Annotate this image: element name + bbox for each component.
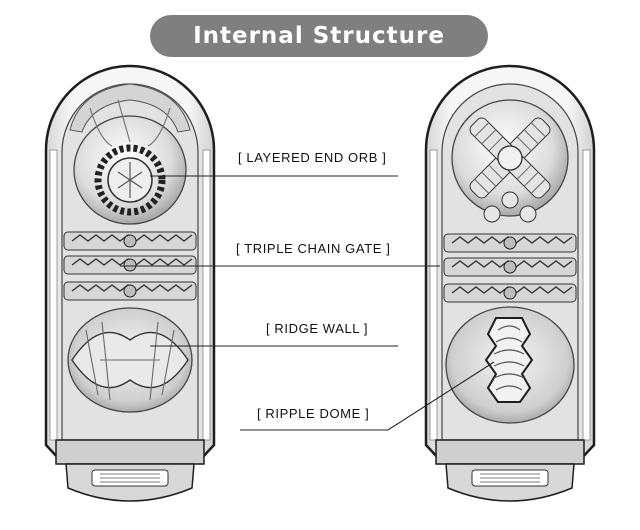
right-gate-bead [503,260,517,274]
left-orb-core-lines [117,162,143,198]
left-end-orb [69,83,191,225]
leader-lines [120,175,495,431]
right-shell-slot [429,149,438,441]
right-end-orb [451,99,569,223]
left-gate-bead [123,258,137,272]
left-shell-slot [49,149,58,441]
label-layered-end-orb: [ LAYERED END ORB ] [236,150,389,165]
left-gate-bead [123,284,137,298]
right-chain-gate [443,233,577,303]
right-orb-rib-ticks [474,122,546,194]
right-orb-bead [483,205,501,223]
right-base-vent-lines [480,473,540,483]
left-orb-cap [69,83,191,133]
left-orb-petal [117,99,131,143]
left-orb-petal [89,107,113,147]
right-ripple-dome [445,306,575,424]
right-dome-cavity [484,317,534,403]
label-ripple-dome: [ RIPPLE DOME ] [255,406,372,421]
right-orb-bead [501,191,519,209]
page-title: Internal Structure [150,15,488,57]
left-gate-bead [123,234,137,248]
left-chain-gate [63,231,197,301]
right-shell-slot [582,149,591,441]
left-base-vent-lines [100,473,160,483]
label-triple-chain-gate: [ TRIPLE CHAIN GATE ] [234,241,393,256]
right-gate-bead [503,236,517,250]
right-orb-hub [497,145,523,171]
right-gate-bead [503,286,517,300]
right-dome-ripples [493,325,525,391]
left-ridge-wall [67,307,193,413]
right-base-collar [435,439,585,465]
left-orb-ring-outer [94,144,166,216]
label-ridge-wall: [ RIDGE WALL ] [264,321,371,336]
left-ridge-grooves [85,321,175,401]
left-orb-petal [147,107,171,147]
left-base [55,439,205,502]
right-base [435,439,585,502]
left-capsule [44,64,216,502]
leader-line-ripple-dome [240,361,495,431]
left-shell-slot [202,149,211,441]
right-capsule [424,64,596,502]
left-base-collar [55,439,205,465]
right-orb-bead [519,205,537,223]
